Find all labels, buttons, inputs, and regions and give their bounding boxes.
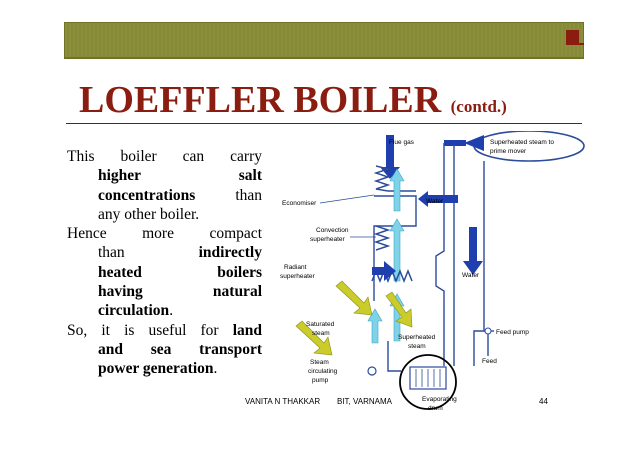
economiser-coil <box>373 165 391 192</box>
pipe-network <box>373 143 494 372</box>
title-suffix: (contd.) <box>450 97 507 116</box>
superheated-steam-oval <box>473 131 585 162</box>
body-text-run: So, it is useful for <box>67 321 233 339</box>
label-convection: Convection <box>316 227 349 234</box>
radiant-arrow <box>372 261 396 281</box>
body-text-run: This boiler can carry <box>67 148 262 165</box>
body-line: any other boiler. <box>67 205 262 224</box>
body-text-run: any other boiler. <box>98 205 200 223</box>
label-feed-pump: Feed pump <box>496 329 529 336</box>
body-line: concentrations than <box>67 186 262 205</box>
loeffler-boiler-diagram: Flue gas Superheated steam to prime move… <box>280 131 585 412</box>
footer-page-number: 44 <box>539 397 548 406</box>
body-bold-text: heated boilers <box>98 263 262 281</box>
body-line: power generation. <box>67 359 262 378</box>
corner-line <box>566 43 584 45</box>
label-superheated-steam: steam <box>408 343 426 350</box>
body-bold-text: indirectly <box>198 244 262 262</box>
body-text-run: Hence more compact <box>67 225 262 243</box>
header-bar <box>64 22 584 58</box>
evaporating-drum-circle <box>399 354 457 410</box>
label-water-top: Water <box>426 198 444 205</box>
body-bold-text: and sea transport <box>98 340 262 358</box>
body-bold-text: power generation <box>98 360 214 378</box>
feed-pump-circle <box>484 327 492 335</box>
body-bold-text: circulation <box>98 302 170 320</box>
economiser-leader <box>319 194 375 204</box>
steam-circulating-pump <box>367 366 377 376</box>
water-arrow-right-head <box>463 261 483 275</box>
label-radiant: Radiant <box>284 264 307 271</box>
label-steam-circ: Steam <box>310 359 329 366</box>
title-rule <box>66 123 582 124</box>
label-saturated: Saturated <box>306 321 335 328</box>
yellow-arrows <box>295 280 413 356</box>
body-line: heated boilers <box>67 263 262 282</box>
label-water-right: Water <box>462 272 480 279</box>
water-arrow-top <box>418 191 458 207</box>
body-bold-text: having natural <box>98 283 262 301</box>
label-flue-gas: Flue gas <box>389 139 415 146</box>
footer-institute: BIT, VARNAMA <box>337 397 392 406</box>
convection-superheater-coil <box>373 225 391 251</box>
body-bold-text: higher salt <box>98 167 262 185</box>
body-line: and sea transport <box>67 340 262 359</box>
body-bold-text: concentrations <box>98 186 196 204</box>
drum-tubes <box>415 369 441 387</box>
body-line: This boiler can carry <box>67 147 262 166</box>
label-evaporating: Evaporating <box>422 396 457 403</box>
title-main: LOEFFLER BOILER <box>79 79 442 121</box>
to-prime-mover-arrow <box>464 135 484 151</box>
body-line: than indirectly <box>67 243 262 262</box>
label-prime-mover: prime mover <box>490 148 527 155</box>
label-economiser: Economiser <box>282 200 317 207</box>
label-superheated: Superheated <box>398 334 436 341</box>
body-line: having natural <box>67 282 262 301</box>
header-bar-underline <box>64 57 584 59</box>
body-text-run: than <box>195 186 262 204</box>
body-line: Hence more compact <box>67 224 262 243</box>
label-saturated-steam: steam <box>312 330 330 337</box>
body-line: So, it is useful for land <box>67 321 262 340</box>
body-text-run: than <box>98 244 199 262</box>
label-circulating: circulating <box>308 368 338 375</box>
body-line: higher salt <box>67 166 262 185</box>
label-feed: Feed <box>482 358 497 365</box>
header-bar-texture <box>65 23 583 57</box>
label-radiant-superheater: superheater <box>280 273 316 280</box>
body-text-run: . <box>169 302 174 320</box>
label-convection-superheater: superheater <box>310 236 346 243</box>
footer-author: VANITA N THAKKAR <box>245 397 321 406</box>
label-superheated-steam-to: Superheated steam to <box>490 139 554 146</box>
label-pump: pump <box>312 377 329 384</box>
body-bold-text: land <box>232 321 262 339</box>
label-drum: drum <box>428 405 443 412</box>
corner-square <box>566 30 579 43</box>
to-prime-mover-shaft <box>444 140 466 146</box>
water-arrow-right-shaft <box>469 227 477 261</box>
body-line: circulation. <box>67 301 262 320</box>
slide-title: LOEFFLER BOILER (contd.) <box>79 80 507 127</box>
body-text-run: . <box>213 360 218 378</box>
